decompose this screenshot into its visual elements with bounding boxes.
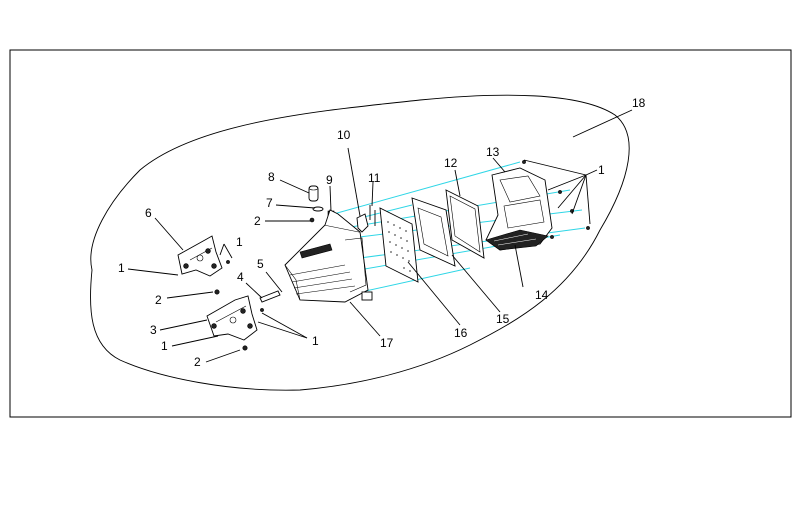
callout-2-bottom: 2 xyxy=(194,355,201,369)
callout-1-lower: 1 xyxy=(312,334,319,348)
callout-10: 10 xyxy=(337,128,351,142)
part-11-pins xyxy=(369,205,376,226)
part-6-bracket xyxy=(177,235,223,277)
callout-15: 15 xyxy=(496,312,510,326)
part-14-cover xyxy=(485,167,553,251)
callout-14: 14 xyxy=(535,288,549,302)
callout-13: 13 xyxy=(486,145,500,159)
callout-16: 16 xyxy=(454,326,468,340)
part-7-washer xyxy=(312,206,324,212)
part-15-frame xyxy=(411,197,456,267)
callout-18: 18 xyxy=(632,96,646,110)
callout-1-bracket-top: 1 xyxy=(236,235,243,249)
callout-3: 3 xyxy=(150,323,157,337)
part-18-outline xyxy=(90,94,630,391)
callout-4: 4 xyxy=(237,270,244,284)
part-10-clip xyxy=(356,213,369,233)
callout-2-top: 2 xyxy=(254,214,261,228)
callout-17: 17 xyxy=(380,336,394,350)
callout-12: 12 xyxy=(444,156,458,170)
callout-7: 7 xyxy=(266,196,273,210)
leader-lines xyxy=(127,109,633,363)
part-3-bracket xyxy=(206,295,258,341)
callout-1-left: 1 xyxy=(118,261,125,275)
callout-8: 8 xyxy=(268,170,275,184)
callout-6: 6 xyxy=(145,206,152,220)
callout-2-mid: 2 xyxy=(155,293,162,307)
part-12-gasket xyxy=(445,189,485,259)
callout-1-lower-left: 1 xyxy=(161,339,168,353)
callout-1-right: 1 xyxy=(598,163,605,177)
callout-11: 11 xyxy=(368,171,381,185)
fasteners xyxy=(214,160,590,351)
callout-labels: 18 1 13 12 11 10 9 8 7 2 6 1 5 1 4 2 3 1… xyxy=(118,96,646,369)
part-8-cylinder xyxy=(308,185,319,202)
part-4-pin xyxy=(259,290,281,303)
callout-5: 5 xyxy=(257,257,264,271)
callout-9: 9 xyxy=(326,173,333,187)
part-17-housing xyxy=(284,209,373,303)
part-16-filter xyxy=(379,207,419,283)
